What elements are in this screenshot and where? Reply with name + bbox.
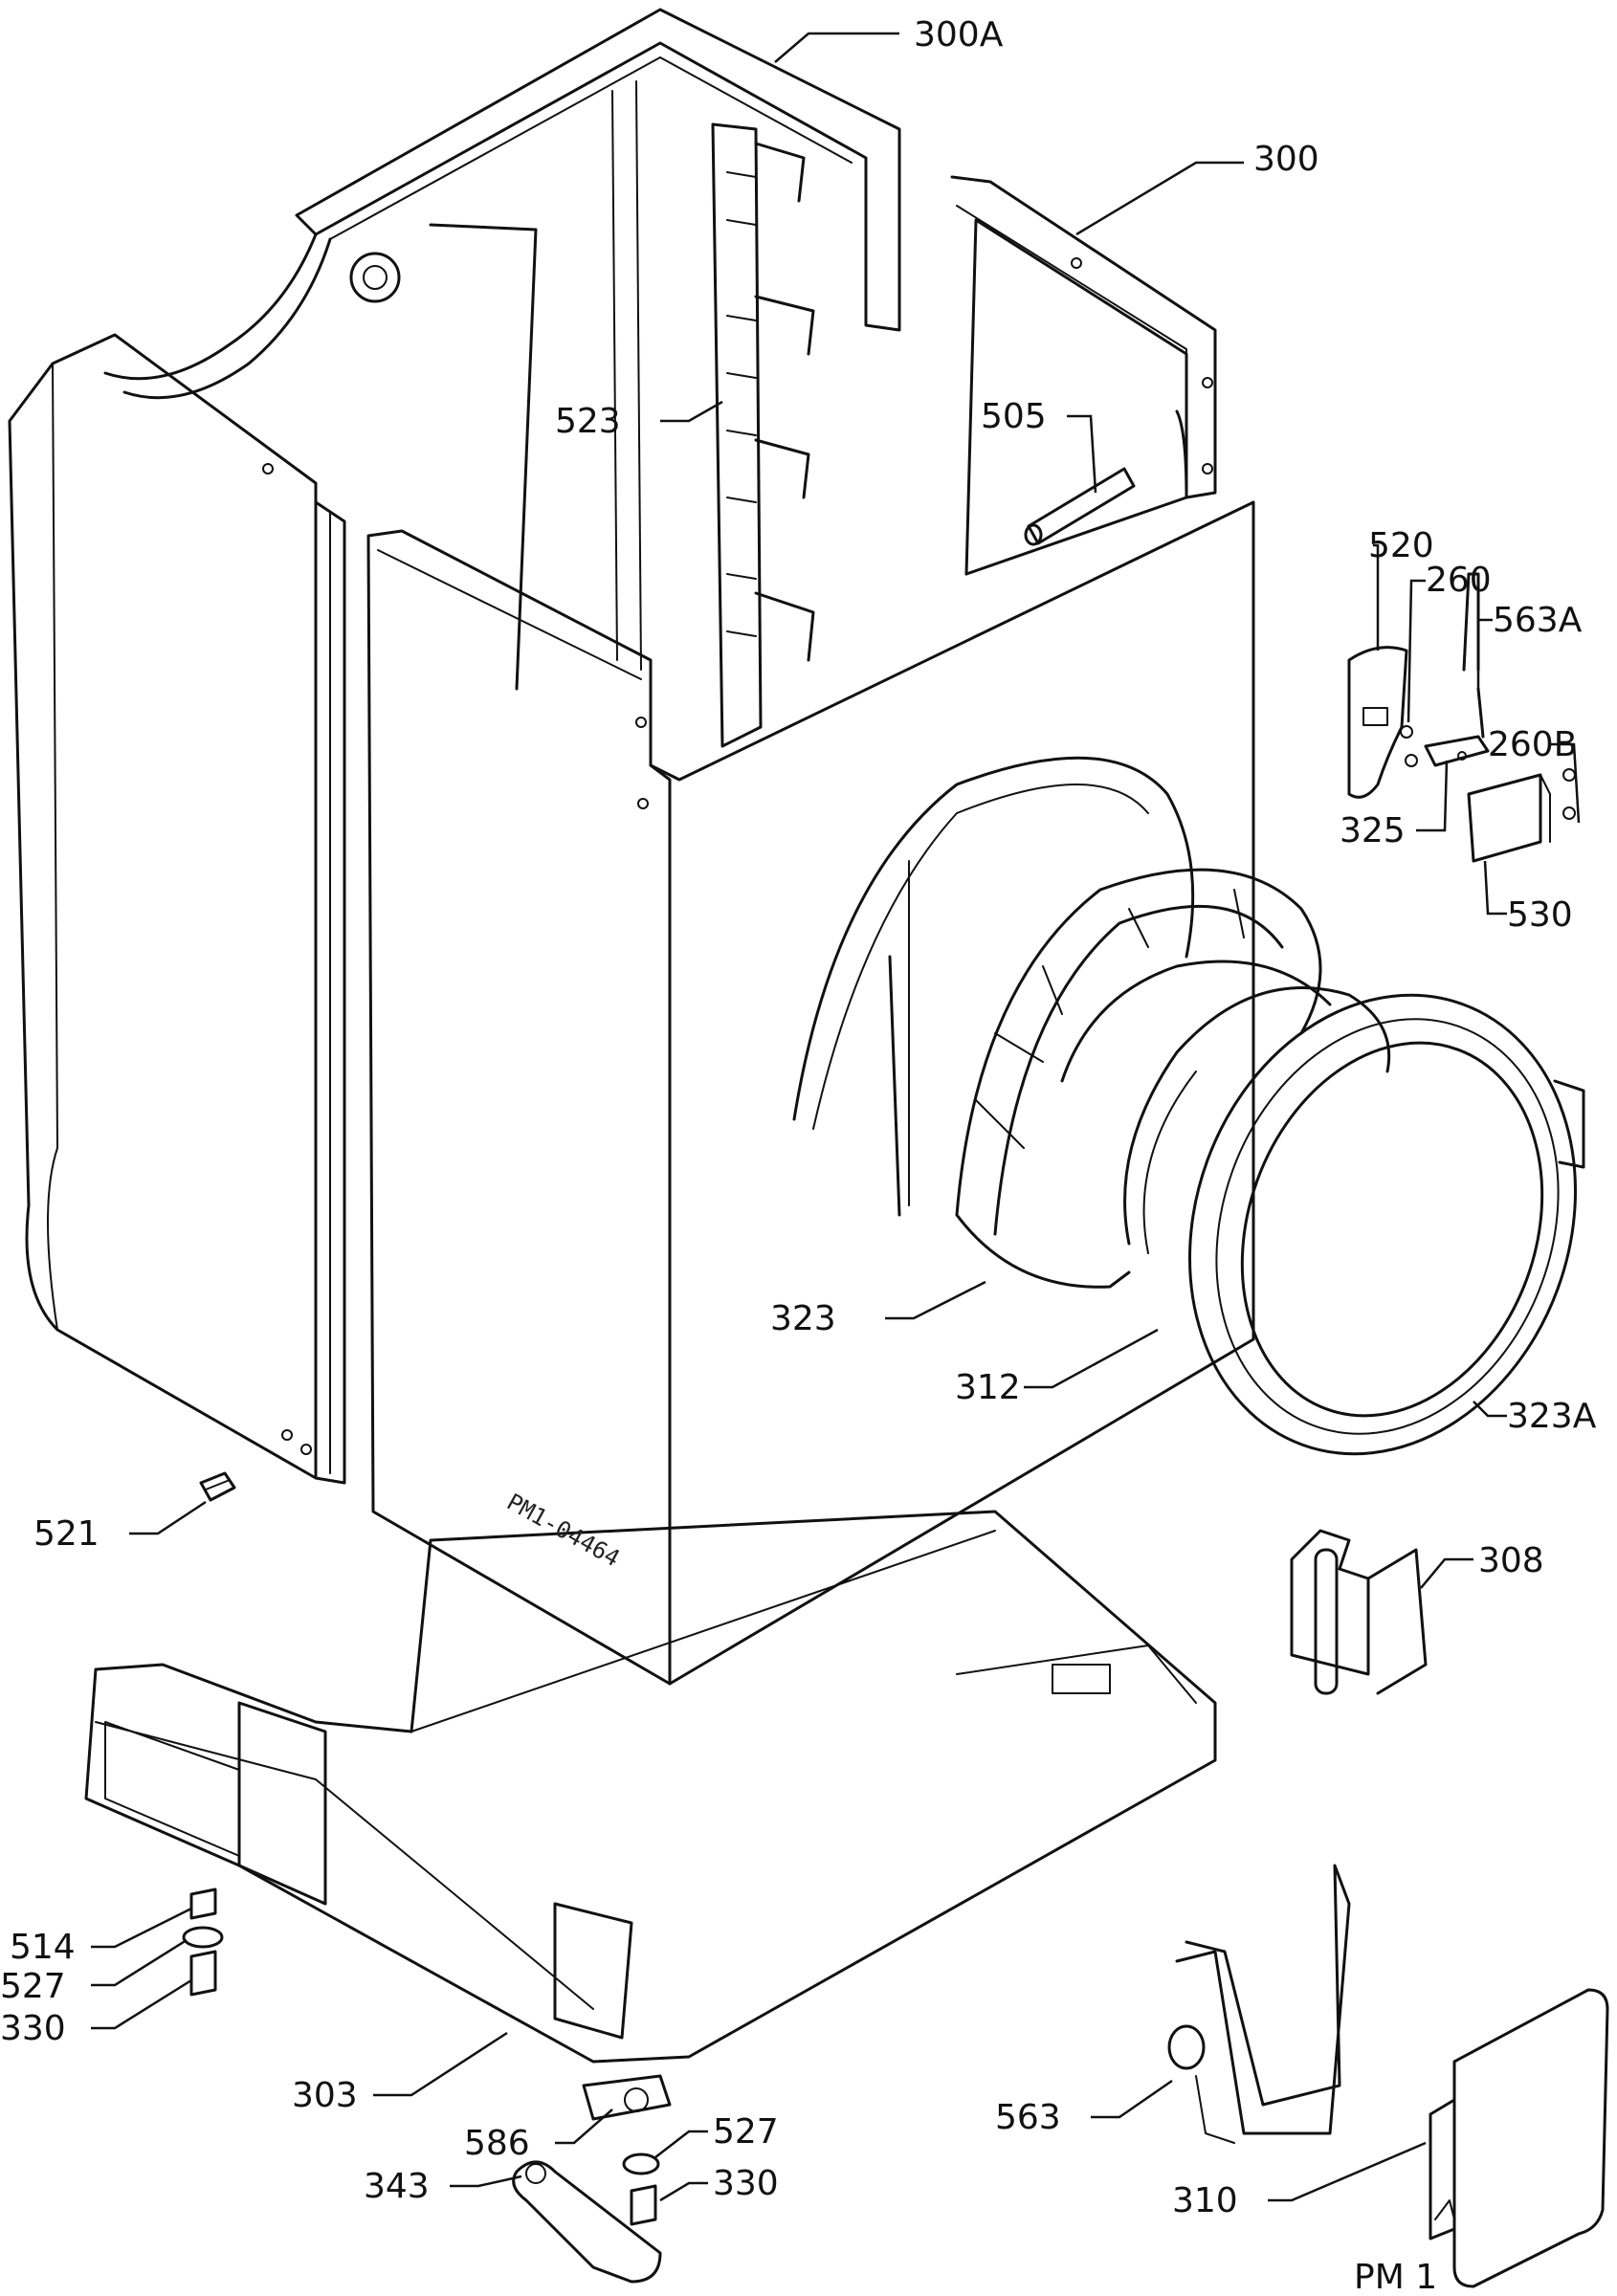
label-523: 523 [555, 402, 621, 441]
label-505: 505 [981, 397, 1047, 436]
label-312: 312 [955, 1368, 1021, 1407]
screw-521 [199, 1471, 236, 1502]
label-300: 300 [1253, 140, 1319, 179]
wiring-rail-523 [711, 122, 815, 748]
label-586: 586 [464, 2124, 530, 2163]
left-side-panel [8, 333, 346, 1485]
filter-cover-310 [1429, 1988, 1609, 2288]
label-520: 520 [1368, 526, 1434, 565]
part-labels: 300A 300 523 505 520 260 563A 260B 325 5… [0, 15, 1597, 2296]
door-lock-520 [1347, 646, 1408, 799]
leader-lines [91, 32, 1581, 2202]
label-563: 563 [995, 2098, 1061, 2137]
door-ring-323a [1188, 993, 1585, 1456]
sheet-code: PM 1 [1354, 2258, 1437, 2296]
front-panel [366, 500, 1255, 1686]
seal-ring-323 [955, 868, 1322, 1289]
label-303: 303 [292, 2076, 358, 2115]
label-514: 514 [10, 1928, 76, 1967]
bracket-563 [1167, 1864, 1351, 2144]
base-plinth-303 [84, 1510, 1217, 2064]
label-343: 343 [364, 2167, 430, 2206]
label-260: 260 [1426, 561, 1492, 600]
label-330-left: 330 [0, 2009, 66, 2048]
label-310: 310 [1172, 2181, 1238, 2220]
door-bellows-312 [1060, 960, 1391, 1254]
label-323: 323 [770, 1299, 836, 1338]
label-300a: 300A [914, 15, 1004, 55]
pad-505 [1024, 467, 1136, 546]
label-308: 308 [1478, 1541, 1544, 1580]
label-563a: 563A [1493, 601, 1583, 640]
label-330-right: 330 [713, 2164, 779, 2203]
label-323a: 323A [1507, 1397, 1597, 1436]
label-260b: 260B [1488, 725, 1577, 764]
spanner-343 [512, 2160, 662, 2284]
hinge-308 [1290, 1529, 1428, 1695]
label-527-right: 527 [713, 2112, 779, 2152]
rear-frame-300a [103, 8, 901, 691]
feet-assembly [182, 1888, 672, 2226]
label-527-left: 527 [0, 1967, 66, 2006]
label-530: 530 [1507, 895, 1573, 935]
right-side-panel-300 [950, 175, 1217, 576]
label-325: 325 [1340, 811, 1406, 850]
label-521: 521 [33, 1514, 100, 1554]
